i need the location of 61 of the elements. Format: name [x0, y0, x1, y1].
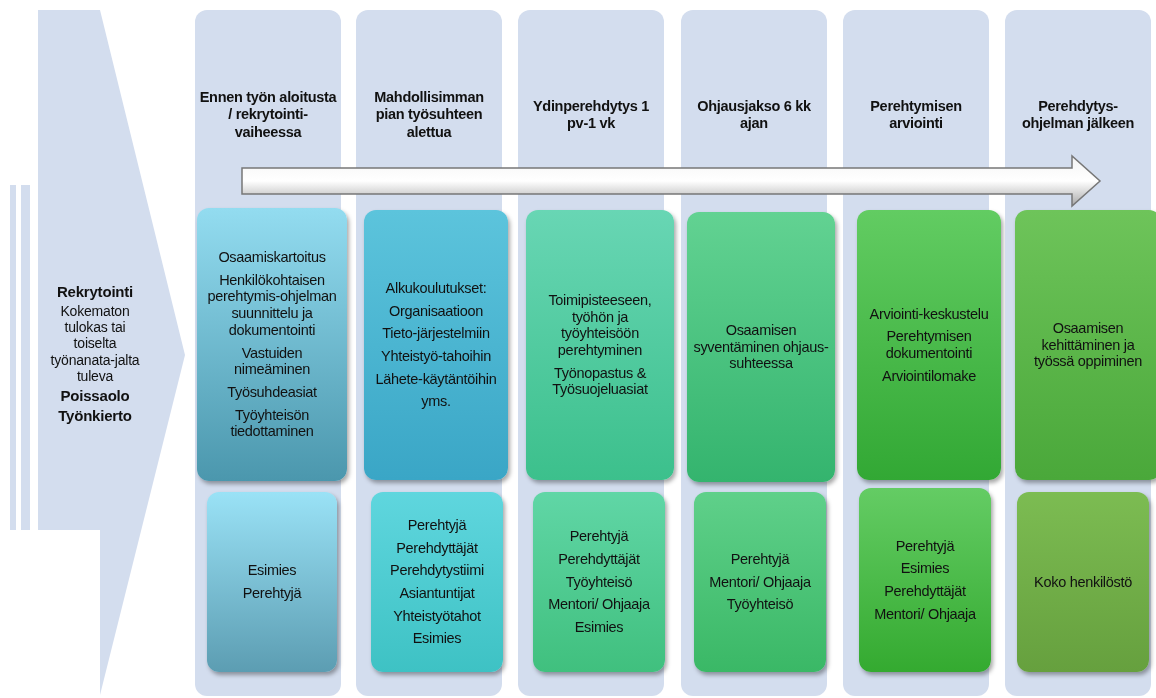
- box-text: Mentori/ Ohjaaja: [548, 596, 650, 613]
- column-heading: Mahdollisimman pian työsuhteen alettua: [373, 88, 485, 142]
- task-box: [687, 212, 835, 482]
- role-box: [533, 492, 665, 672]
- box-text: Henkilökohtaisen perehtymis-ohjelman suunnittelu ja dokumentointi: [206, 271, 338, 339]
- box-text: Tieto-järjestelmiin: [382, 325, 490, 342]
- box-text: Esimies: [412, 630, 462, 647]
- box-text: Perehtyjä: [407, 517, 467, 534]
- box-text: Alkukoulutukset:: [385, 280, 487, 297]
- box-text: Perehtyjä: [242, 585, 302, 602]
- box-text: Organisaatioon: [388, 302, 484, 320]
- box-text: Työyhteisön tiedottaminen: [229, 406, 315, 440]
- box-text: Arviointilomake: [882, 367, 976, 385]
- box-text: Perehdytystiimi: [390, 562, 484, 579]
- role-box: [694, 492, 826, 672]
- box-text: Perehtyjä: [569, 528, 629, 545]
- box-text: Perehdyttäjät: [558, 551, 640, 568]
- box-text: yms.: [421, 393, 451, 410]
- column-heading: Ennen työn aloitusta / rekrytointi-vaiheessa: [199, 88, 337, 142]
- role-box: [371, 492, 503, 672]
- box-text: Yhteistyötahot: [393, 607, 481, 625]
- role-box: [1017, 492, 1149, 672]
- box-text: Yhteistyö-tahoihin: [381, 348, 491, 365]
- task-box: [197, 208, 347, 481]
- category-label: Työnkierto: [57, 406, 133, 425]
- box-text: Esimies: [247, 562, 297, 579]
- box-text: Perehdyttäjät: [396, 539, 478, 557]
- box-text: Toimipisteeseen, työhön ja työyhteisöön perehtyminen: [547, 292, 653, 359]
- box-text: Perehdyttäjät: [884, 583, 966, 600]
- role-box: [859, 488, 991, 672]
- box-text: Vastuiden nimeäminen: [233, 344, 311, 378]
- box-text: Työyhteisö: [726, 596, 794, 613]
- task-box: [1015, 210, 1156, 480]
- column-heading: Perehtymisen arviointi: [869, 97, 963, 133]
- category-label: Poissaolo: [59, 386, 131, 404]
- box-text: Esimies: [574, 619, 624, 636]
- task-box: [526, 210, 674, 480]
- role-box: [207, 492, 337, 672]
- box-text: Mentori/ Ohjaaja: [709, 573, 811, 591]
- box-text: Koko henkilöstö: [1034, 573, 1132, 591]
- box-text: Osaamisen kehittäminen ja työssä oppiminen: [1032, 320, 1143, 370]
- box-text: Perehtyjä: [895, 537, 955, 555]
- box-text: Osaamisen syventäminen ohjaus-suhteessa: [693, 322, 829, 372]
- box-text: Työnopastus & Työsuojeluasiat: [551, 364, 649, 398]
- box-text: Esimies: [900, 560, 950, 577]
- box-text: Arviointi-keskustelu: [869, 305, 989, 323]
- box-text: Työsuhdeasiat: [227, 383, 317, 401]
- column-heading: Perehdytys-ohjelman jälkeen: [1020, 97, 1136, 133]
- box-text: Lähete-käytäntöihin: [375, 370, 497, 388]
- column-heading: Ydinperehdytys 1 pv-1 vk: [531, 97, 651, 133]
- box-text: Työyhteisö: [565, 573, 633, 591]
- box-text: Perehtyjä: [730, 551, 790, 568]
- category-label: Rekrytointi: [55, 283, 135, 301]
- task-box: [857, 210, 1001, 480]
- box-text: Osaamiskartoitus: [218, 249, 326, 266]
- body-text: Kokematon tulokas tai toiselta työnanata-jalta tuleva: [49, 303, 141, 384]
- column-heading: Ohjausjakso 6 kk ajan: [696, 97, 812, 133]
- task-box: [364, 210, 508, 480]
- box-text: Mentori/ Ohjaaja: [874, 605, 976, 623]
- box-text: Perehtymisen dokumentointi: [884, 328, 974, 362]
- box-text: Asiantuntijat: [399, 585, 475, 602]
